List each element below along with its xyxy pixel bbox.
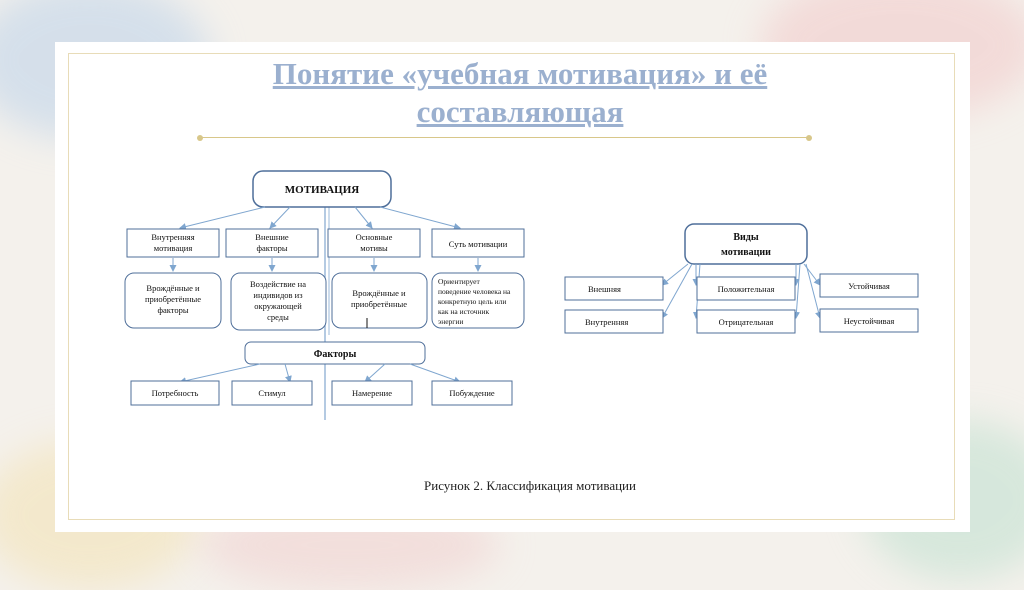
root-label: МОТИВАЦИЯ xyxy=(285,184,360,196)
divider-dot-right xyxy=(806,135,812,141)
type-box-positive xyxy=(696,276,796,301)
arrow-root-l1-0 xyxy=(179,206,266,230)
l1-label-1b: факторы xyxy=(256,243,287,253)
factor-box-2 xyxy=(331,380,413,406)
l2-label-3b: поведение человека на xyxy=(438,287,511,296)
l1-label-2b: мотивы xyxy=(360,243,388,253)
factor-label-3: Побуждение xyxy=(449,388,495,398)
arrow-factor-1 xyxy=(284,363,292,383)
type-box-stable xyxy=(819,273,919,298)
l2-label-1b: индивидов из xyxy=(253,290,303,300)
l2-label-3c: конкретную цель или xyxy=(438,297,506,306)
factor-label-1: Стимул xyxy=(258,388,286,398)
type-label-stable: Устойчивая xyxy=(848,281,890,291)
l2-label-2b: приобретённые xyxy=(351,299,407,309)
l1-label-1a: Внешние xyxy=(255,232,289,242)
arrow-root-l1-2 xyxy=(354,206,373,229)
l1-box-0 xyxy=(126,228,220,258)
factor-box-0 xyxy=(130,380,220,406)
types-root-box xyxy=(684,223,808,265)
figure-caption: Рисунок 2. Классификация мотивации xyxy=(424,478,636,493)
l2-box-0 xyxy=(124,272,222,329)
type-box-external xyxy=(564,276,664,301)
title-line-1: Понятие «учебная мотивация» и её xyxy=(272,56,768,91)
l2-label-2a: Врождённые и xyxy=(352,288,406,298)
l2-box-1 xyxy=(230,272,327,331)
l2-label-0a: Врождённые и xyxy=(146,283,200,293)
factor-label-0: Потребность xyxy=(152,388,199,398)
type-label-external: Внешняя xyxy=(588,284,621,294)
l2-label-0b: приобретённые xyxy=(145,294,201,304)
title-line-2: составляющая xyxy=(416,94,624,129)
type-box-negative xyxy=(696,309,796,334)
root-box xyxy=(252,170,392,208)
type-box-unstable xyxy=(819,308,919,333)
type-box-internal xyxy=(564,309,664,334)
motivation-diagram: МОТИВАЦИЯ Внутренняя мотивация Внешние ф… xyxy=(124,170,919,420)
l2-label-3d: как на источник xyxy=(438,307,489,316)
arrow-types-5 xyxy=(792,263,801,319)
types-root-label-a: Виды xyxy=(733,232,758,243)
l1-box-1 xyxy=(225,228,319,258)
arrow-root-l1-1 xyxy=(269,206,291,229)
type-label-unstable: Неустойчивая xyxy=(844,316,895,326)
l2-label-1c: окружающей xyxy=(254,301,302,311)
l2-box-2 xyxy=(331,272,428,329)
l2-label-1d: среды xyxy=(267,312,289,322)
l1-label-0b: мотивация xyxy=(154,243,193,253)
slide-frame xyxy=(68,53,955,520)
arrow-factor-0 xyxy=(179,363,261,385)
type-label-internal: Внутренняя xyxy=(585,317,628,327)
l2-box-3 xyxy=(431,272,525,329)
factors-box xyxy=(244,341,426,365)
divider-dot-left xyxy=(197,135,203,141)
factor-box-1 xyxy=(231,380,313,406)
l2-label-1a: Воздействие на xyxy=(250,279,306,289)
l2-label-3e: энергии xyxy=(438,317,463,326)
arrow-types-0 xyxy=(661,263,689,286)
l1-label-2a: Основные xyxy=(356,232,393,242)
l1-box-2 xyxy=(327,228,421,258)
arrow-types-1 xyxy=(661,263,693,319)
title-divider xyxy=(200,137,810,138)
l1-label-0a: Внутренняя xyxy=(151,232,194,242)
arrow-factor-3 xyxy=(409,363,461,384)
arrow-root-l1-3 xyxy=(379,206,461,230)
factors-label: Факторы xyxy=(314,349,357,360)
l1-label-3: Суть мотивации xyxy=(449,239,508,249)
factor-box-3 xyxy=(431,380,513,406)
l2-label-0c: факторы xyxy=(157,305,188,315)
type-label-positive: Положительная xyxy=(718,284,775,294)
l1-box-3 xyxy=(431,228,525,258)
factor-label-2: Намерение xyxy=(352,388,392,398)
l2-label-3a: Ориентирует xyxy=(438,277,480,286)
arrow-types-7 xyxy=(805,263,822,319)
types-root-label-b: мотивации xyxy=(721,247,771,258)
type-label-negative: Отрицательная xyxy=(719,317,774,327)
arrow-factor-2 xyxy=(364,363,386,383)
